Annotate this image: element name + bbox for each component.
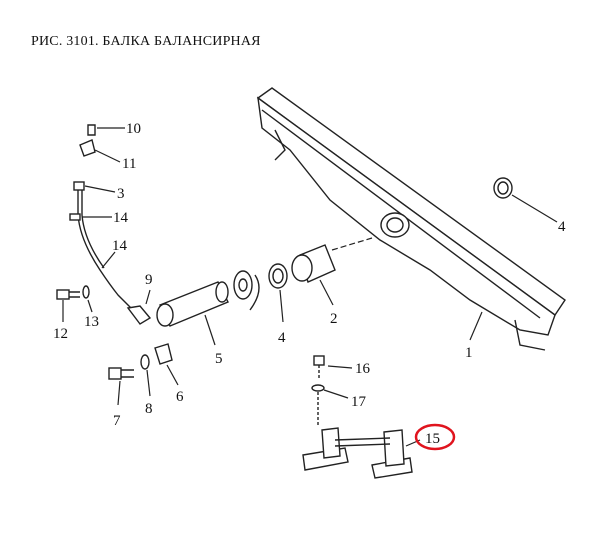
seal: [233, 270, 260, 311]
highlight-circle: [414, 423, 456, 451]
grease-line: [69, 124, 152, 325]
callout-1: 1: [465, 345, 473, 361]
callout-12: 12: [53, 326, 68, 342]
callout-17: 17: [351, 394, 367, 410]
pin-5: [156, 281, 229, 327]
callout-4-right: 4: [558, 219, 566, 235]
bushing-4-right: [493, 177, 513, 199]
callout-8: 8: [145, 401, 153, 417]
callout-9: 9: [145, 272, 153, 288]
bolt-16: [313, 355, 325, 378]
figure-title: РИС. 3101. БАЛКА БАЛАНСИРНАЯ: [31, 34, 261, 49]
callout-15: 15: [425, 431, 440, 447]
callout-13: 13: [84, 314, 99, 330]
callout-5: 5: [215, 351, 223, 367]
balancer-beam: [256, 87, 566, 351]
washer-8: [140, 354, 150, 370]
plate-6: [154, 343, 173, 365]
sleeve-2: [291, 237, 373, 283]
callout-3: 3: [117, 186, 125, 202]
callout-4-left: 4: [278, 330, 286, 346]
bracket-15: [302, 427, 413, 479]
washer-17: [311, 384, 325, 425]
bushing-4-left: [268, 263, 288, 289]
bolt-7: [108, 367, 134, 380]
callout-14b: 14: [112, 238, 128, 254]
callout-10: 10: [126, 121, 141, 137]
callout-14a: 14: [113, 210, 129, 226]
callout-6: 6: [176, 389, 184, 405]
callout-7: 7: [113, 413, 121, 429]
callout-16: 16: [355, 361, 371, 377]
bolt-12: [56, 289, 80, 300]
callout-2: 2: [330, 311, 338, 327]
callout-11: 11: [122, 156, 136, 172]
washer-13: [82, 285, 90, 299]
